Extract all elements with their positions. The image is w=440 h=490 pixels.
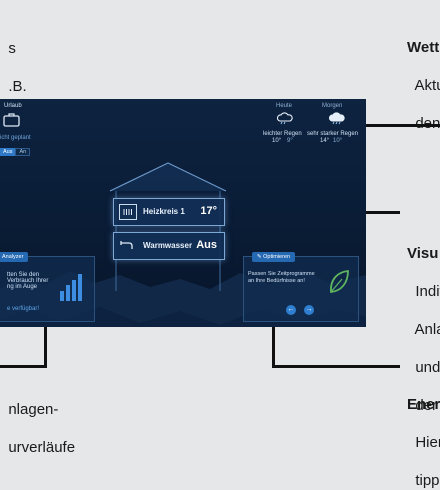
- weather-callout: Wett Aktu den Z: [407, 0, 440, 133]
- intro-line-1: s: [8, 40, 16, 57]
- hot-water-button[interactable]: Warmwasser Aus: [113, 232, 225, 260]
- energy-callout-line-2: tipps: [415, 472, 440, 489]
- analyzer-card[interactable]: Analyzer tten Sie den Verbrauch Ihrer ng…: [0, 252, 95, 322]
- leaf-icon: [330, 270, 349, 293]
- optimizer-text-2: an Ihre Bedürfnisse an!: [248, 278, 305, 284]
- next-button[interactable]: →: [304, 305, 314, 315]
- weather-today-desc: leichter Regen: [263, 131, 302, 137]
- analyzer-text-1: tten Sie den: [7, 272, 40, 278]
- weather-callout-title: Wett: [407, 39, 440, 56]
- weather-today-low: 9°: [287, 138, 293, 144]
- bar-chart-icon: [60, 274, 82, 301]
- analysis-callout-line-2: urverläufe: [8, 439, 76, 456]
- weather-leader-line: [352, 124, 440, 127]
- visualization-callout-line-2: Anla: [414, 321, 440, 338]
- weather-callout-line-2: den Z: [415, 115, 440, 132]
- weather-tomorrow-low: 10°: [333, 138, 343, 144]
- optimizer-card[interactable]: ✎ Optimieren Passen Sie Zeitprogramme an…: [243, 252, 359, 322]
- hot-water-label: Warmwasser: [143, 241, 193, 250]
- analyzer-text-3: ng im Auge: [7, 284, 38, 290]
- energy-leader-line-vertical: [272, 312, 275, 368]
- vacation-label: Urlaub: [4, 103, 22, 109]
- visualization-callout-line-3: und: [415, 359, 440, 376]
- intro-line-2: .B.: [8, 78, 27, 95]
- weather-today-label: Heute: [276, 103, 293, 109]
- weather-callout-line-1: Aktu: [414, 77, 440, 94]
- vacation-toggle[interactable]: Aus An: [0, 148, 31, 156]
- weather-tomorrow-high: 14°: [320, 138, 330, 144]
- energy-callout: Ener Hier tipps: [407, 357, 440, 490]
- analysis-leader-line-vertical: [44, 312, 47, 368]
- pencil-icon: ✎: [257, 254, 264, 260]
- vacation-toggle-off[interactable]: Aus: [0, 148, 16, 156]
- vacation-status: icht geplant: [0, 135, 31, 141]
- analyzer-title: Analyzer: [2, 254, 24, 260]
- heating-circuit-label: Heizkreis 1: [143, 207, 185, 216]
- radiator-icon: [119, 204, 137, 220]
- visualization-callout-line-1: Indiv: [415, 283, 440, 300]
- analysis-callout: nlagen- urverläufe: [0, 381, 75, 457]
- previous-button[interactable]: ←: [286, 305, 296, 315]
- heating-app-screen: Urlaub icht geplant Aus An Heute Morgen …: [0, 99, 366, 327]
- optimizer-card-header: ✎ Optimieren: [252, 252, 296, 262]
- weather-tomorrow-desc: sehr starker Regen: [307, 131, 359, 137]
- analysis-callout-line-1: nlagen-: [8, 401, 59, 418]
- visualization-callout-title: Visu: [407, 245, 439, 262]
- weather-today-high: 10°: [272, 138, 282, 144]
- suitcase-icon[interactable]: [3, 113, 20, 127]
- optimizer-title: Optimieren: [263, 254, 291, 260]
- hot-water-value: Aus: [196, 239, 217, 251]
- weather-tomorrow-label: Morgen: [322, 103, 343, 109]
- analysis-leader-line: [0, 365, 47, 368]
- energy-leader-line: [272, 365, 400, 368]
- visualization-callout-line-4: der Z: [415, 397, 438, 414]
- rain-cloud-icon: [276, 112, 293, 125]
- heating-circuit-button[interactable]: Heizkreis 1 17°: [113, 198, 225, 226]
- optimizer-text-1: Passen Sie Zeitprogramme: [248, 271, 315, 277]
- analyzer-card-header: Analyzer: [0, 252, 29, 262]
- heating-circuit-temperature: 17°: [200, 205, 217, 217]
- analyzer-link[interactable]: e verfügbar!: [7, 306, 40, 312]
- energy-callout-line-1: Hier: [415, 434, 440, 451]
- heavy-rain-cloud-icon: [328, 112, 345, 125]
- analyzer-text-2: Verbrauch Ihrer: [7, 278, 49, 284]
- energy-callout-title: Ener: [407, 396, 440, 413]
- vacation-toggle-on[interactable]: An: [15, 148, 31, 156]
- visualization-callout: Visu Indiv Anla und der Z: [407, 206, 440, 415]
- faucet-icon: [119, 238, 135, 252]
- house-outline: [109, 162, 227, 291]
